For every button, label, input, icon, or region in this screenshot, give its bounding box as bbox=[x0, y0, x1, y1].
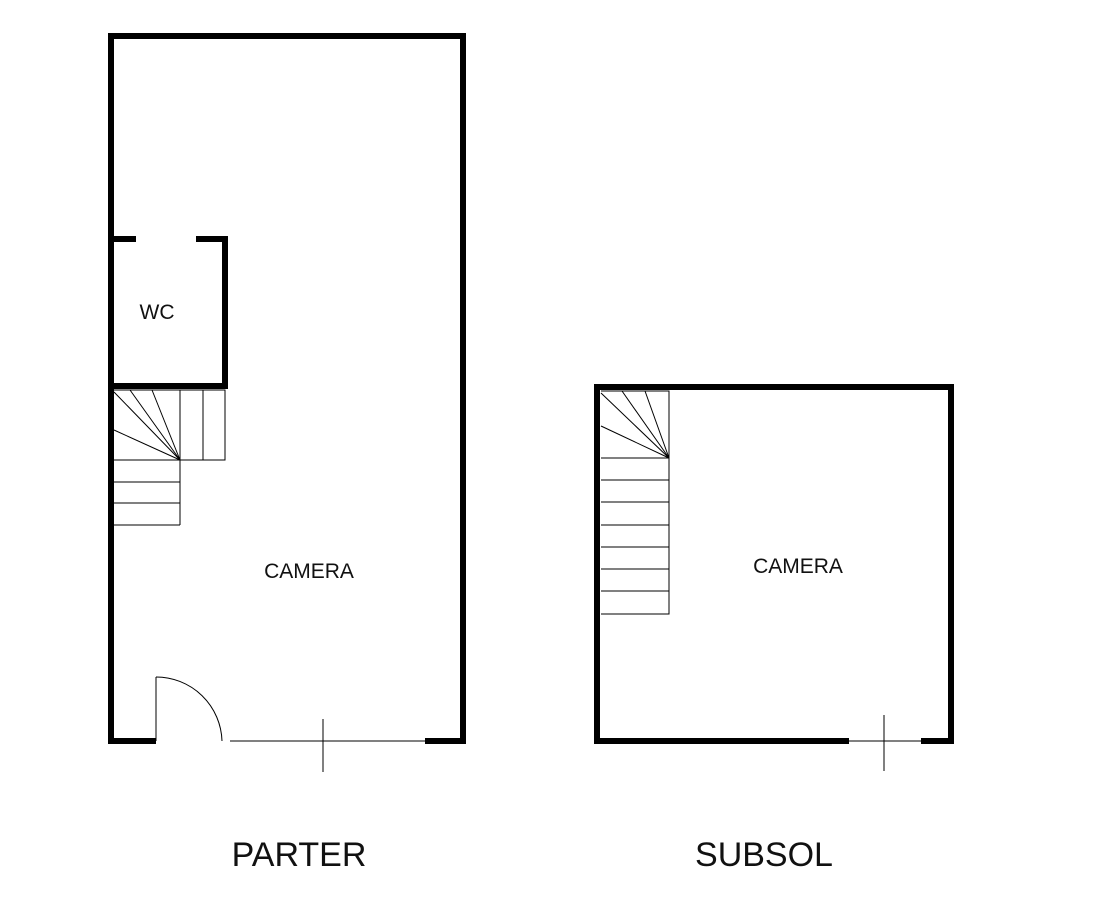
subsol-staircase bbox=[600, 390, 670, 615]
wc-wall-right bbox=[108, 236, 228, 389]
parter-camera-label: CAMERA bbox=[264, 560, 354, 583]
subsol-plan: CAMERA SUBSOL bbox=[594, 384, 954, 874]
parter-plan: WC CAMERA PARTER bbox=[108, 33, 466, 874]
subsol-floor-label: SUBSOL bbox=[695, 836, 833, 874]
subsol-camera-label: CAMERA bbox=[753, 555, 843, 578]
parter-staircase bbox=[113, 389, 226, 526]
parter-window bbox=[230, 719, 428, 772]
parter-floor-label: PARTER bbox=[232, 836, 367, 874]
subsol-outer-wall bbox=[594, 384, 954, 744]
parter-door bbox=[155, 676, 223, 742]
wc-label: WC bbox=[140, 301, 175, 324]
subsol-window bbox=[849, 715, 922, 771]
parter-outer-wall bbox=[108, 33, 466, 744]
